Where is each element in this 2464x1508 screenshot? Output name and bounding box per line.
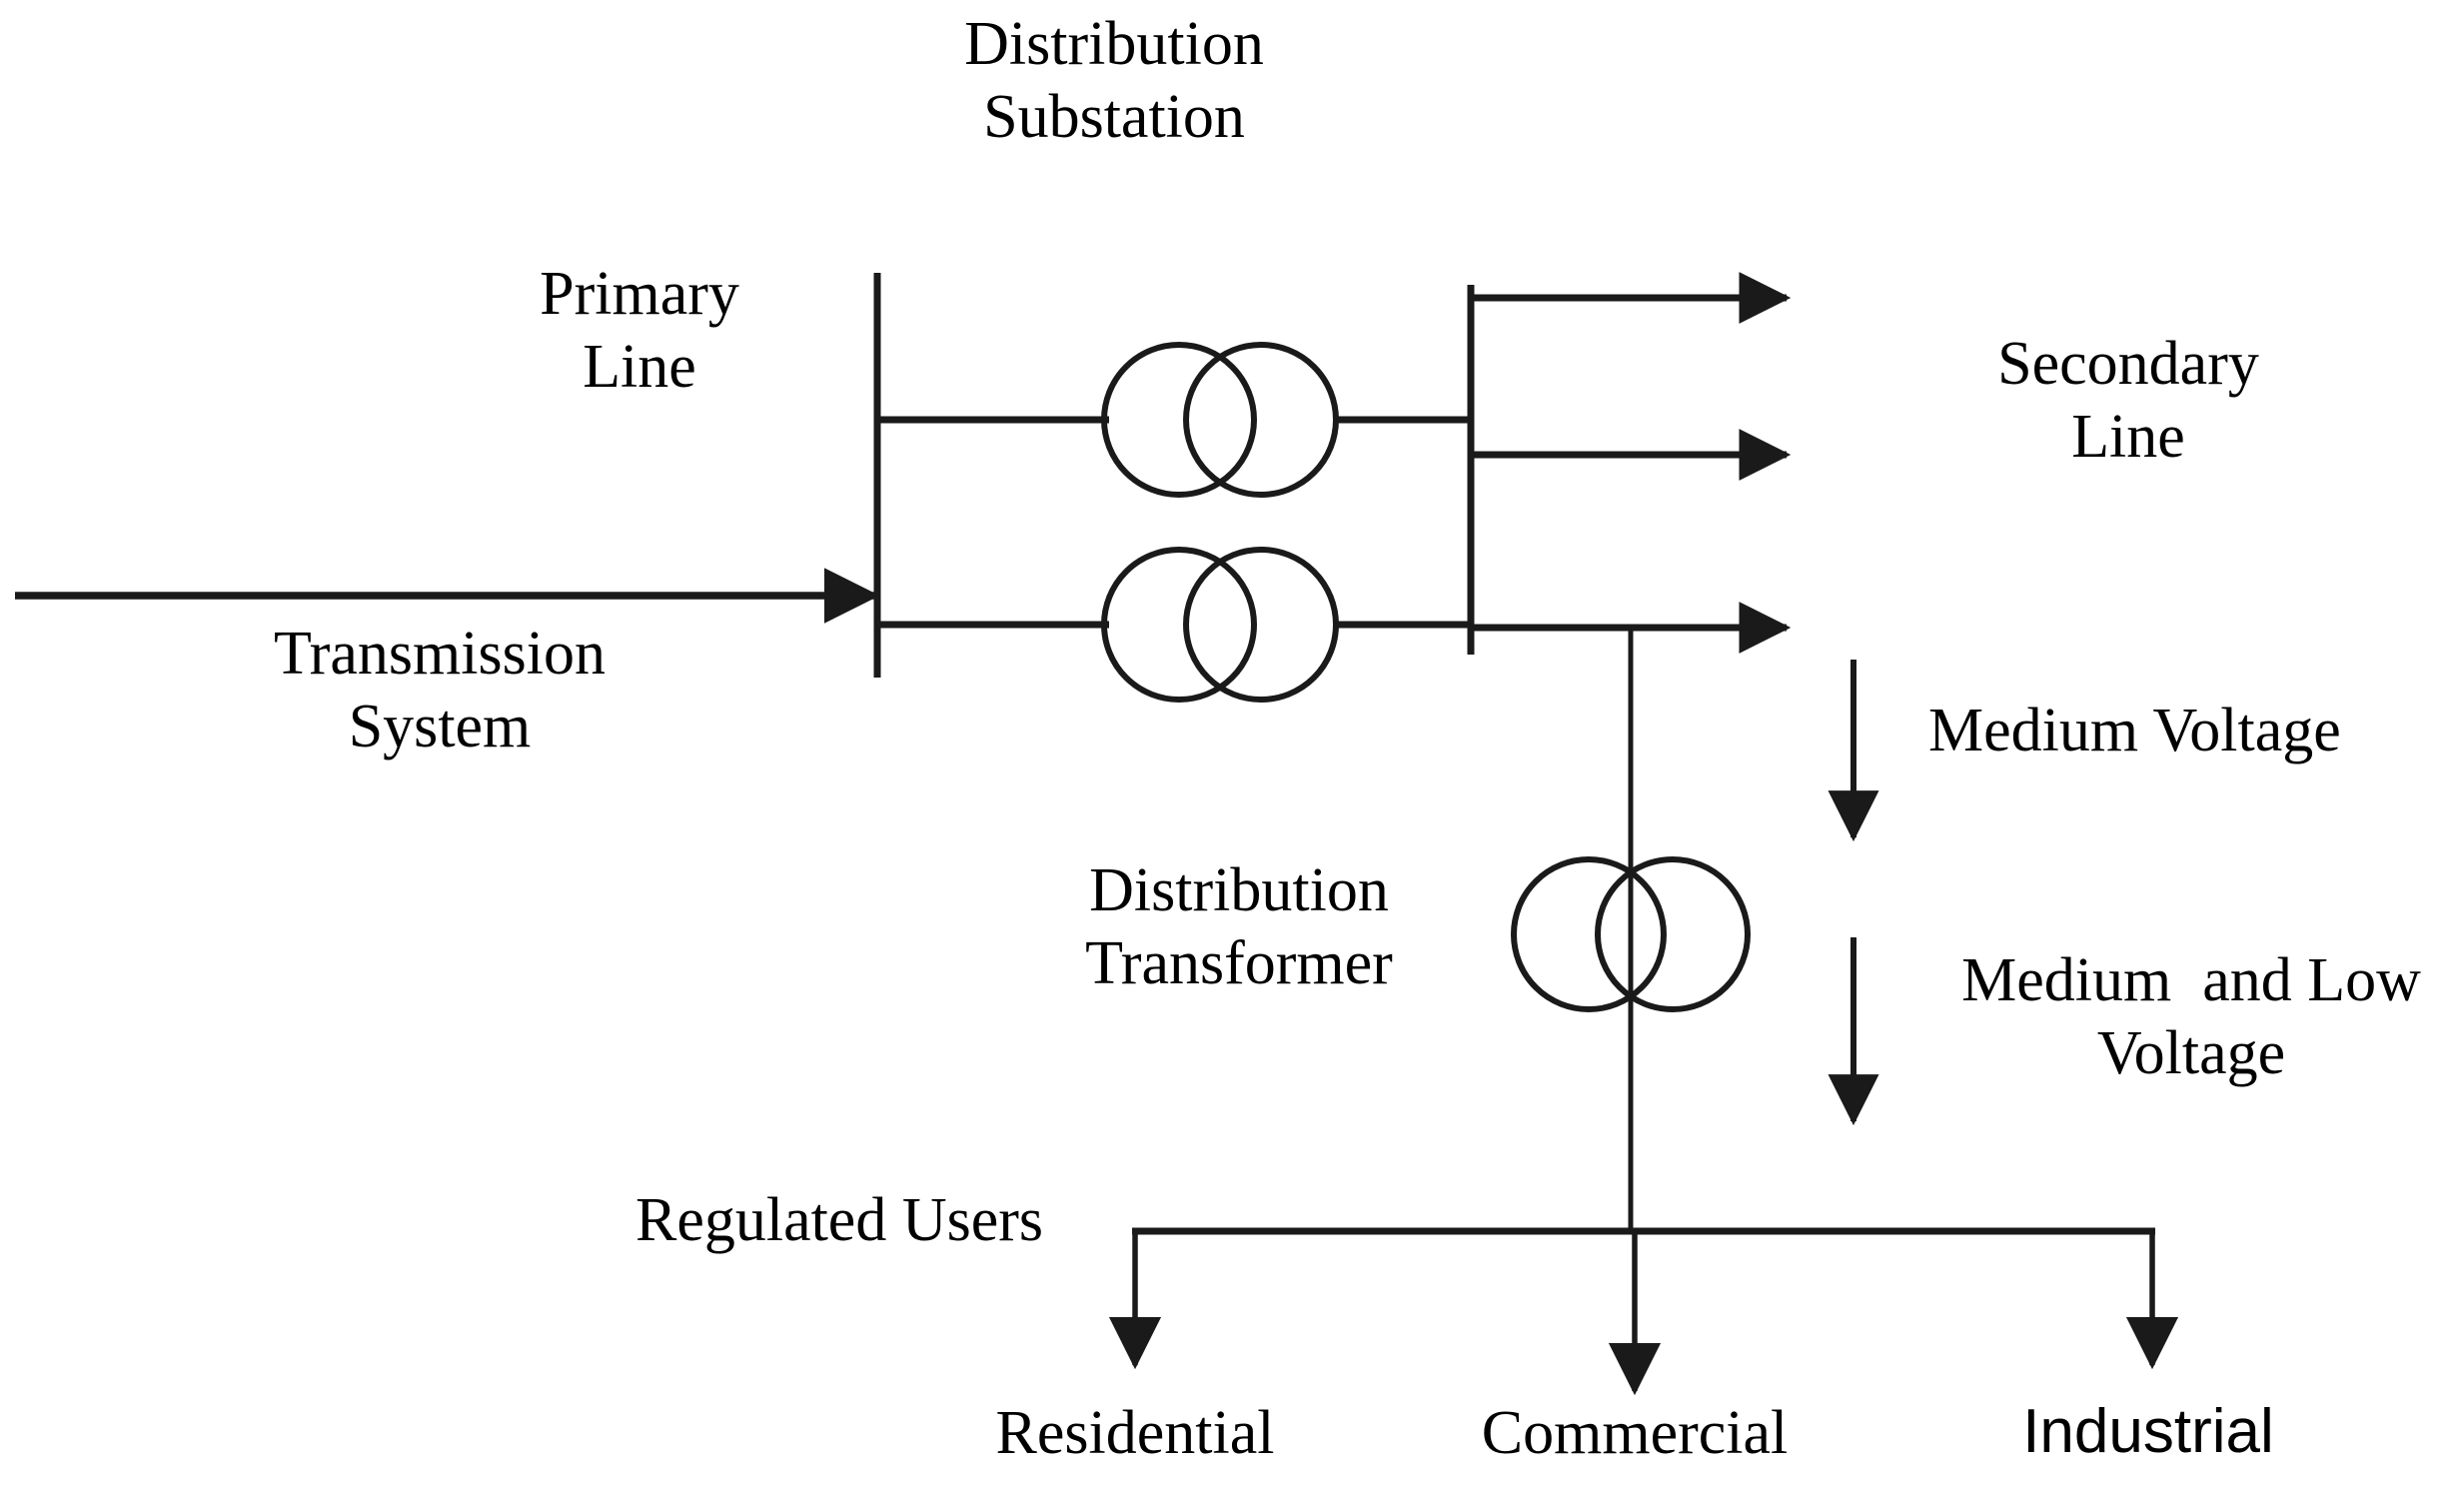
label-transmission-system: Transmission System <box>274 620 606 761</box>
label-commercial: Commercial <box>1481 1399 1789 1467</box>
substation-transformer-upper-winding-primary <box>1101 342 1257 498</box>
substation-transformer-upper-winding-secondary <box>1183 342 1339 498</box>
label-distribution-substation: Distribution Substation <box>964 10 1264 152</box>
substation-transformer-lower-winding-primary <box>1101 547 1257 703</box>
label-medium-voltage: Medium Voltage <box>1928 697 2341 764</box>
label-regulated-users: Regulated Users <box>634 1186 1044 1254</box>
label-medium-and-low-voltage: Medium and Low Voltage <box>1961 946 2421 1088</box>
distribution-transformer-winding-secondary <box>1595 856 1751 1012</box>
distribution-transformer-winding-primary <box>1511 856 1667 1012</box>
substation-transformer-lower-winding-secondary <box>1183 547 1339 703</box>
label-distribution-transformer: Distribution Transformer <box>1085 856 1393 998</box>
label-residential: Residential <box>995 1399 1275 1467</box>
label-secondary-line: Secondary Line <box>1997 330 2259 472</box>
label-industrial: Industrial <box>2022 1397 2274 1466</box>
label-primary-line: Primary Line <box>540 260 739 402</box>
